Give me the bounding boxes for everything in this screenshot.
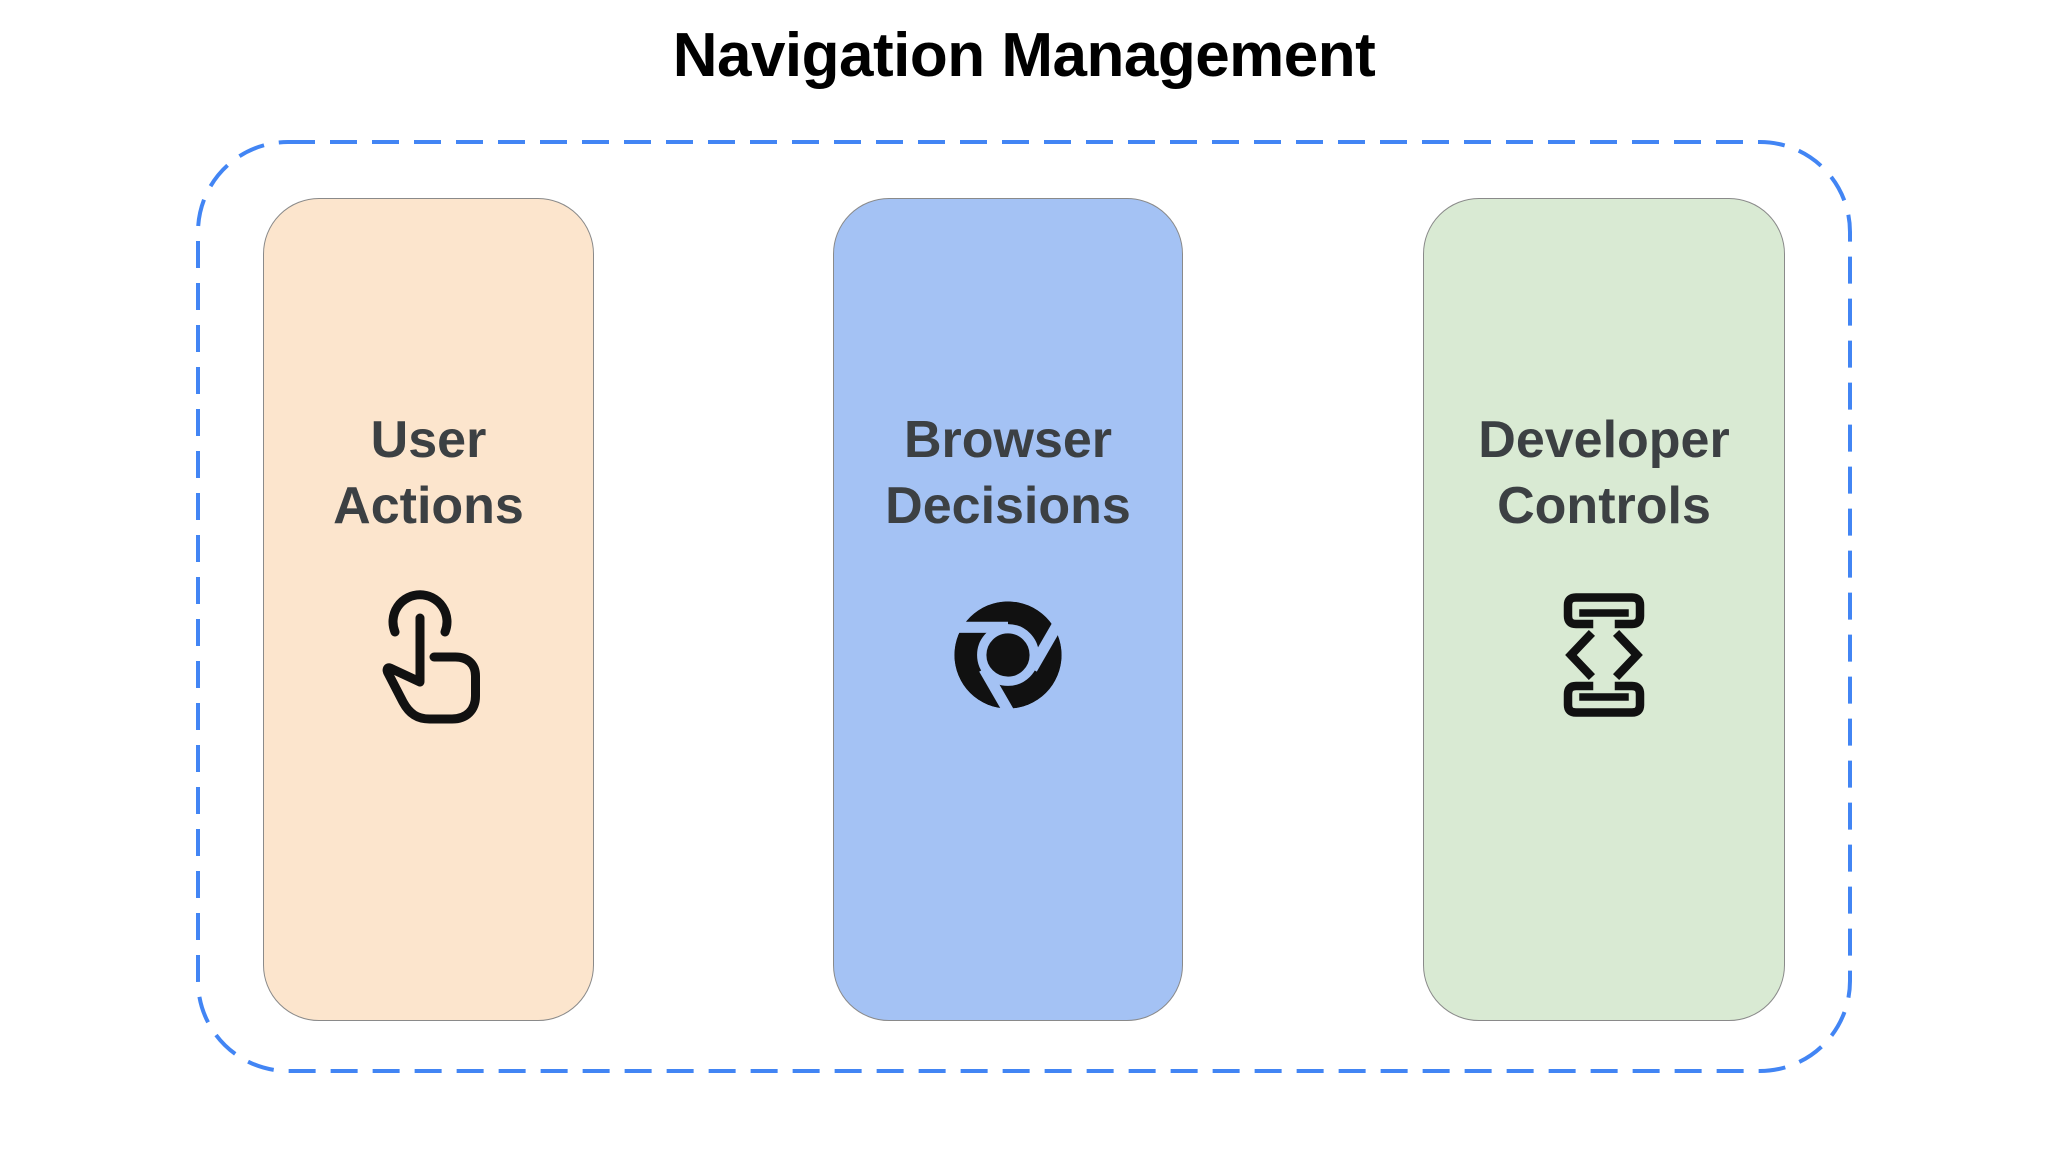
dashed-border — [196, 140, 1852, 1073]
developer-mode-icon — [1558, 585, 1650, 725]
card-developer-controls: Developer Controls — [1423, 198, 1785, 1021]
card-user-actions: User Actions — [263, 198, 594, 1021]
chrome-browser-icon — [952, 585, 1064, 725]
card-label: Developer Controls — [1478, 411, 1730, 535]
card-label: Browser Decisions — [885, 411, 1131, 535]
touch-gesture-icon — [377, 585, 481, 725]
navigation-management-group: User Actions Browser Decisions — [196, 140, 1852, 1073]
page-title: Navigation Management — [672, 21, 1376, 90]
card-browser-decisions: Browser Decisions — [833, 198, 1183, 1021]
card-label: User Actions — [333, 411, 524, 535]
